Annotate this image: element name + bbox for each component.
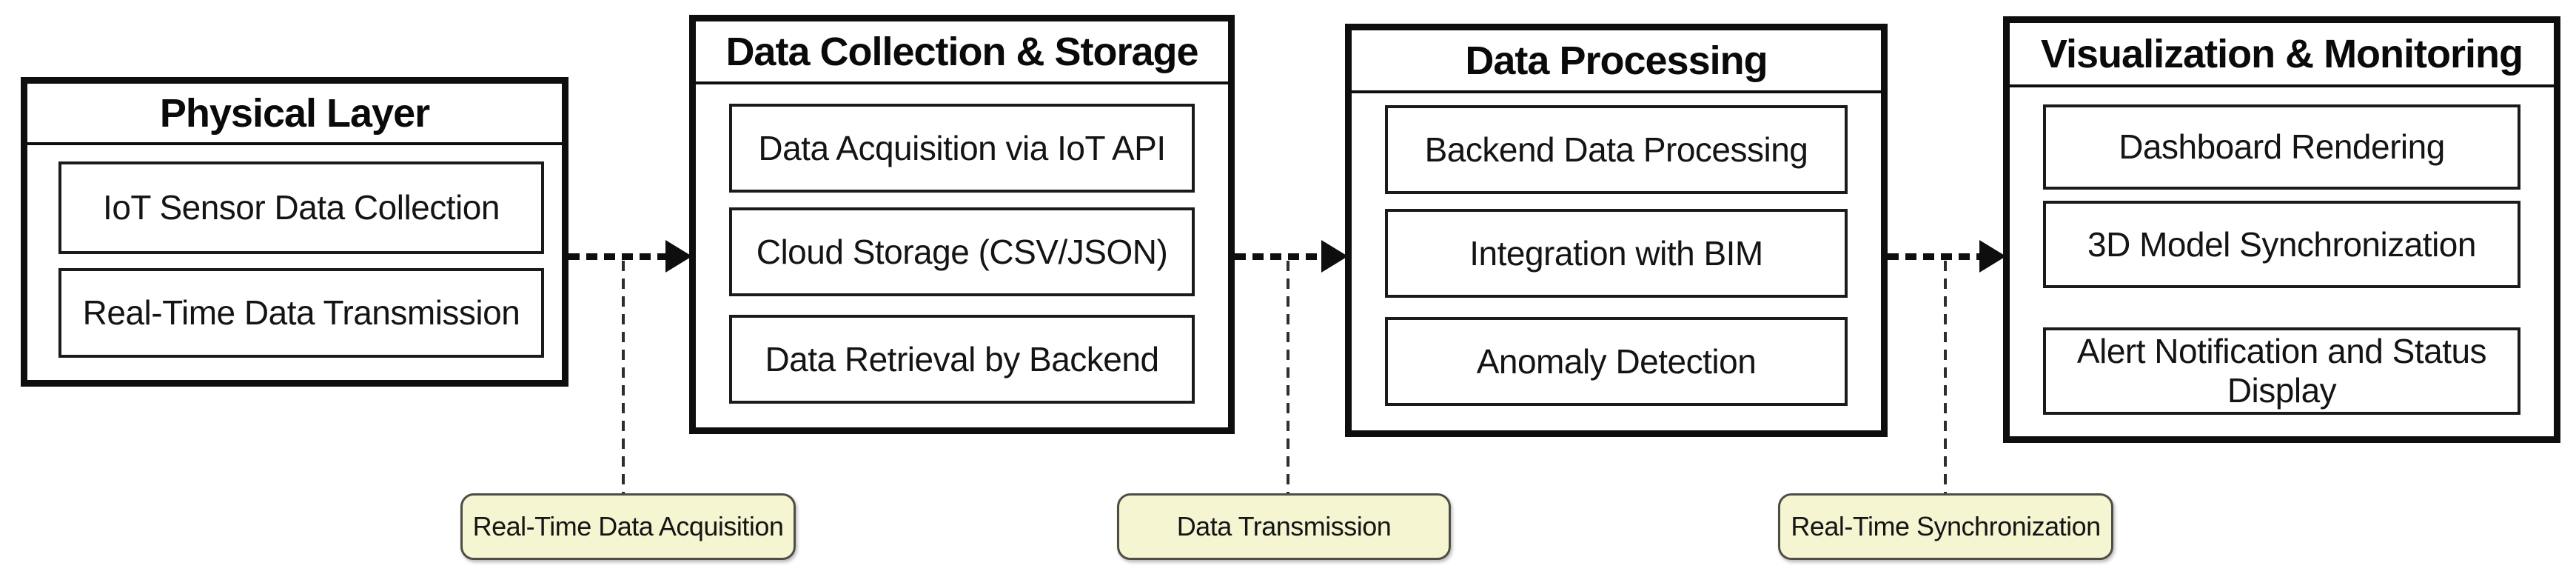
- item-anomaly-detection: Anomaly Detection: [1385, 317, 1848, 406]
- item-dashboard-rendering: Dashboard Rendering: [2043, 104, 2520, 190]
- item-3d-model-synchronization: 3D Model Synchronization: [2043, 201, 2520, 288]
- group-title-visualization-monitoring: Visualization & Monitoring: [2010, 23, 2554, 87]
- item-alert-notification-status-display-text: Alert Notification and Status Display: [2076, 332, 2487, 410]
- group-visualization-monitoring: Visualization & Monitoring Dashboard Ren…: [2003, 16, 2560, 443]
- arrow-head-icon: [665, 240, 692, 273]
- arrow-head-icon: [1321, 240, 1348, 273]
- arrow-physical-to-collection: [568, 240, 692, 273]
- group-title-data-collection-storage: Data Collection & Storage: [696, 21, 1228, 84]
- item-integration-with-bim: Integration with BIM: [1385, 209, 1848, 298]
- flow-label-data-transmission: Data Transmission: [1117, 493, 1451, 560]
- group-title-physical-layer: Physical Layer: [27, 84, 562, 145]
- flow-label-real-time-data-acquisition: Real-Time Data Acquisition: [460, 493, 796, 560]
- group-title-data-processing: Data Processing: [1352, 30, 1881, 93]
- arrow-dashed-line: [1888, 253, 1982, 260]
- item-alert-notification-status-display: Alert Notification and Status Display: [2043, 327, 2520, 415]
- group-physical-layer: Physical Layer IoT Sensor Data Collectio…: [21, 77, 568, 387]
- flow-label-real-time-synchronization: Real-Time Synchronization: [1778, 493, 2113, 560]
- item-iot-sensor-data-collection: IoT Sensor Data Collection: [58, 161, 544, 254]
- arrow-processing-to-visualization: [1888, 240, 2006, 273]
- group-data-collection-storage: Data Collection & Storage Data Acquisiti…: [689, 15, 1235, 434]
- item-data-acquisition-via-iot-api: Data Acquisition via IoT API: [729, 104, 1195, 193]
- arrow-dashed-line: [1235, 253, 1324, 260]
- connector-dashed-line-3: [1944, 261, 1947, 493]
- arrow-head-icon: [1979, 240, 2006, 273]
- item-backend-data-processing: Backend Data Processing: [1385, 105, 1848, 194]
- connector-dashed-line-2: [1287, 261, 1289, 493]
- arrow-collection-to-processing: [1235, 240, 1348, 273]
- arrow-dashed-line: [568, 253, 668, 260]
- item-data-retrieval-by-backend: Data Retrieval by Backend: [729, 315, 1195, 404]
- item-real-time-data-transmission: Real-Time Data Transmission: [58, 268, 544, 358]
- item-cloud-storage-csv-json: Cloud Storage (CSV/JSON): [729, 207, 1195, 296]
- connector-dashed-line-1: [622, 261, 625, 493]
- group-data-processing: Data Processing Backend Data Processing …: [1345, 24, 1888, 437]
